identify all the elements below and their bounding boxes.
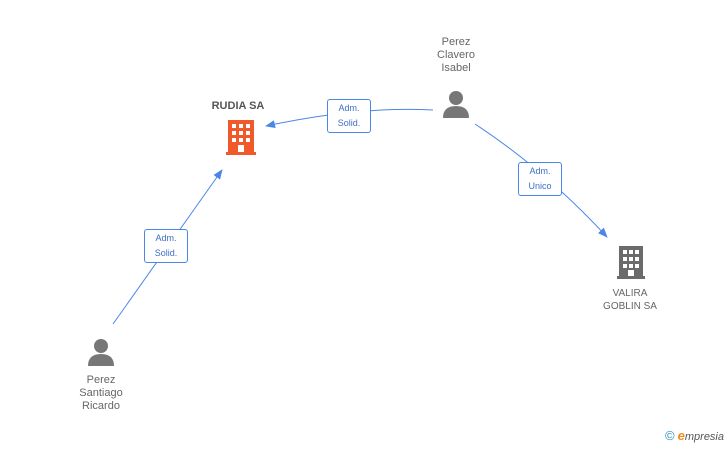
building-icon-rudia[interactable] <box>226 120 256 155</box>
building-icon-valira[interactable] <box>617 246 645 279</box>
company-label-rudia[interactable]: RUDIA SA <box>211 100 265 112</box>
brand-logo-name: mpresia <box>684 431 724 443</box>
person-label-clavero[interactable]: Perez Clavero Isabel <box>437 36 475 74</box>
brand-logo: ©empresia <box>665 428 724 443</box>
edge-label-santiago-rudia: Adm. Solid. <box>144 229 188 263</box>
person-icon-santiago[interactable] <box>88 339 114 366</box>
copyright-symbol: © <box>665 428 675 443</box>
edge-label-clavero-valira: Adm. Unico <box>518 162 562 196</box>
company-label-valira[interactable]: VALIRA GOBLIN SA <box>603 288 657 312</box>
person-label-santiago[interactable]: Perez Santiago Ricardo <box>79 374 123 412</box>
brand-logo-e: e <box>677 428 685 443</box>
person-icon-clavero[interactable] <box>443 91 469 118</box>
edge-label-clavero-rudia: Adm. Solid. <box>327 99 371 133</box>
